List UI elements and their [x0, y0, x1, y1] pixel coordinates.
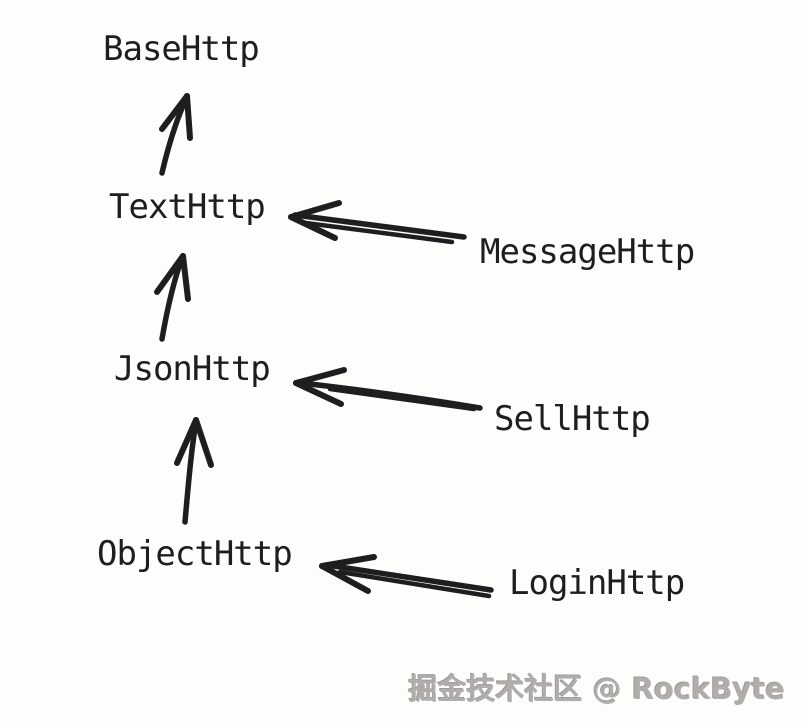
node-loginhttp: LoginHttp [509, 563, 685, 603]
arrow-messagehttp-to-texthttp [288, 200, 467, 245]
node-basehttp: BaseHttp [103, 29, 260, 69]
arrow-jsonhttp-to-texthttp [154, 253, 191, 342]
arrow-loginhttp-to-objecthttp [319, 554, 494, 599]
arrow-sellhttp-to-jsonhttp [293, 367, 483, 412]
watermark: 掘金技术社区 @ RockByte [408, 672, 785, 706]
arrow-objecthttp-to-jsonhttp [174, 417, 214, 525]
node-objecthttp: ObjectHttp [97, 534, 293, 574]
node-jsonhttp: JsonHttp [114, 349, 271, 389]
node-sellhttp: SellHttp [494, 399, 651, 439]
arrow-texthttp-to-basehttp [159, 93, 193, 176]
node-messagehttp: MessageHttp [480, 232, 695, 272]
node-texthttp: TextHttp [109, 187, 266, 227]
